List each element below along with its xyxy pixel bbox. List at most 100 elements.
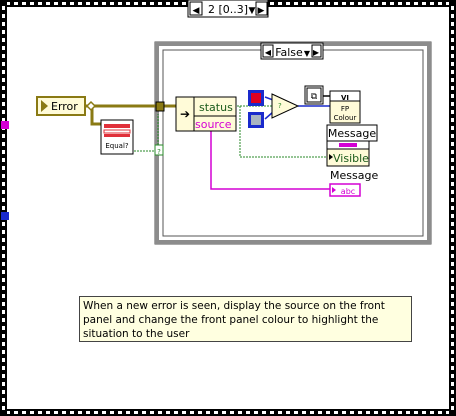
filmstrip-perforation <box>451 382 454 386</box>
filmstrip-perforation <box>174 2 178 5</box>
outer-case-label: 2 [0..3] <box>208 3 248 16</box>
filmstrip-perforation <box>2 374 5 378</box>
filmstrip-perforation <box>422 2 426 5</box>
filmstrip-perforation <box>2 94 5 98</box>
message-property-node[interactable]: Message Visible <box>326 124 378 167</box>
select-node[interactable]: ? <box>271 93 300 119</box>
filmstrip-perforation <box>238 411 242 414</box>
filmstrip-perforation <box>94 411 98 414</box>
filmstrip-perforation <box>2 166 5 170</box>
filmstrip-perforation <box>2 334 5 338</box>
filmstrip-perforation <box>451 366 454 370</box>
filmstrip-perforation <box>398 411 402 414</box>
filmstrip-perforation <box>30 411 34 414</box>
filmstrip-perforation <box>2 14 5 18</box>
filmstrip-perforation <box>14 411 18 414</box>
comment-label: When a new error is seen, display the so… <box>79 296 412 342</box>
filmstrip-perforation <box>2 86 5 90</box>
inner-dropdown-arrow[interactable]: ▼ <box>304 49 311 58</box>
inner-next-case-button[interactable] <box>311 44 322 58</box>
unbundle-arrow-icon: ➔ <box>180 107 190 121</box>
filmstrip-perforation <box>2 398 5 402</box>
color-constant-true[interactable] <box>248 90 264 106</box>
color-constant-false[interactable] <box>248 112 264 128</box>
filmstrip-perforation <box>374 2 378 5</box>
string-tunnel[interactable] <box>1 121 9 129</box>
error-to-equal-wire <box>90 106 101 126</box>
filmstrip-perforation <box>451 310 454 314</box>
filmstrip-perforation <box>110 411 114 414</box>
filmstrip-perforation <box>270 2 274 5</box>
filmstrip-perforation <box>38 2 42 5</box>
filmstrip-perforation <box>2 118 5 122</box>
inner-prev-case-button[interactable] <box>262 44 274 58</box>
outer-prev-arrow: ◀ <box>193 6 200 16</box>
boolean-terminal[interactable] <box>154 144 164 156</box>
filmstrip-perforation <box>451 182 454 186</box>
filmstrip-perforation <box>166 2 170 5</box>
select-icon: ? <box>278 102 282 110</box>
filmstrip-perforation <box>2 326 5 330</box>
filmstrip-perforation <box>302 2 306 5</box>
filmstrip-perforation <box>430 411 434 414</box>
filmstrip-perforation <box>54 2 58 5</box>
outer-prev-case-button[interactable] <box>189 1 203 16</box>
filmstrip-perforation <box>134 2 138 5</box>
error-local-variable[interactable]: Error <box>36 96 97 116</box>
filmstrip-perforation <box>70 2 74 5</box>
filmstrip-perforation <box>102 2 106 5</box>
filmstrip-perforation <box>262 411 266 414</box>
filmstrip-perforation <box>451 246 454 250</box>
vi-reference-constant[interactable]: ⧉ <box>304 85 324 105</box>
filmstrip-perforation <box>46 2 50 5</box>
inner-case-selector[interactable]: ◀ False ▼ ▶ <box>260 42 324 60</box>
filmstrip-perforation <box>214 411 218 414</box>
filmstrip-perforation <box>190 411 194 414</box>
inner-case-structure[interactable] <box>154 41 432 245</box>
filmstrip-perforation <box>142 411 146 414</box>
outer-case-selector[interactable]: ◀ 2 [0..3] ▼ ▶ <box>187 0 269 18</box>
filmstrip-perforation <box>451 286 454 290</box>
filmstrip-perforation <box>451 238 454 242</box>
filmstrip-perforation <box>318 2 322 5</box>
filmstrip-perforation <box>451 118 454 122</box>
outer-next-case-button[interactable] <box>255 1 268 16</box>
filmstrip-perforation <box>110 2 114 5</box>
filmstrip-perforation <box>2 134 5 138</box>
inner-case-label: False <box>275 46 303 59</box>
filmstrip-perforation <box>62 2 66 5</box>
filmstrip-perforation <box>438 2 442 5</box>
filmstrip-perforation <box>6 2 10 5</box>
filmstrip-perforation <box>150 2 154 5</box>
equal-node-label: Equal? <box>105 142 129 150</box>
unbundle-by-name[interactable]: ➔ status source <box>175 96 237 132</box>
filmstrip-perforation <box>2 190 5 194</box>
filmstrip-perforation <box>198 411 202 414</box>
filmstrip-perforation <box>451 222 454 226</box>
vi-ref-icon: ⧉ <box>311 92 318 102</box>
filmstrip-perforation <box>382 2 386 5</box>
filmstrip-perforation <box>451 174 454 178</box>
filmstrip-perforation <box>342 411 346 414</box>
fp-colour-property-node[interactable]: VI FP Colour <box>329 90 361 124</box>
filmstrip-perforation <box>451 214 454 218</box>
unbundle-source-label: source <box>195 118 232 131</box>
filmstrip-perforation <box>451 262 454 266</box>
filmstrip-perforation <box>22 2 26 5</box>
filmstrip-perforation <box>451 22 454 26</box>
filmstrip-perforation <box>310 2 314 5</box>
filmstrip-perforation <box>342 2 346 5</box>
filmstrip-perforation <box>2 302 5 306</box>
reference-tunnel[interactable] <box>1 212 9 220</box>
filmstrip-perforation <box>451 198 454 202</box>
filmstrip-perforation <box>2 62 5 66</box>
filmstrip-perforation <box>451 302 454 306</box>
outer-dropdown-arrow[interactable]: ▼ <box>249 6 256 16</box>
filmstrip-perforation <box>451 158 454 162</box>
case-selector-terminal[interactable] <box>155 101 165 112</box>
shift-register-node[interactable]: Equal? <box>100 119 134 155</box>
filmstrip-perforation <box>230 411 234 414</box>
filmstrip-perforation <box>94 2 98 5</box>
message-string-terminal[interactable]: abc <box>329 183 361 197</box>
filmstrip-perforation <box>406 2 410 5</box>
